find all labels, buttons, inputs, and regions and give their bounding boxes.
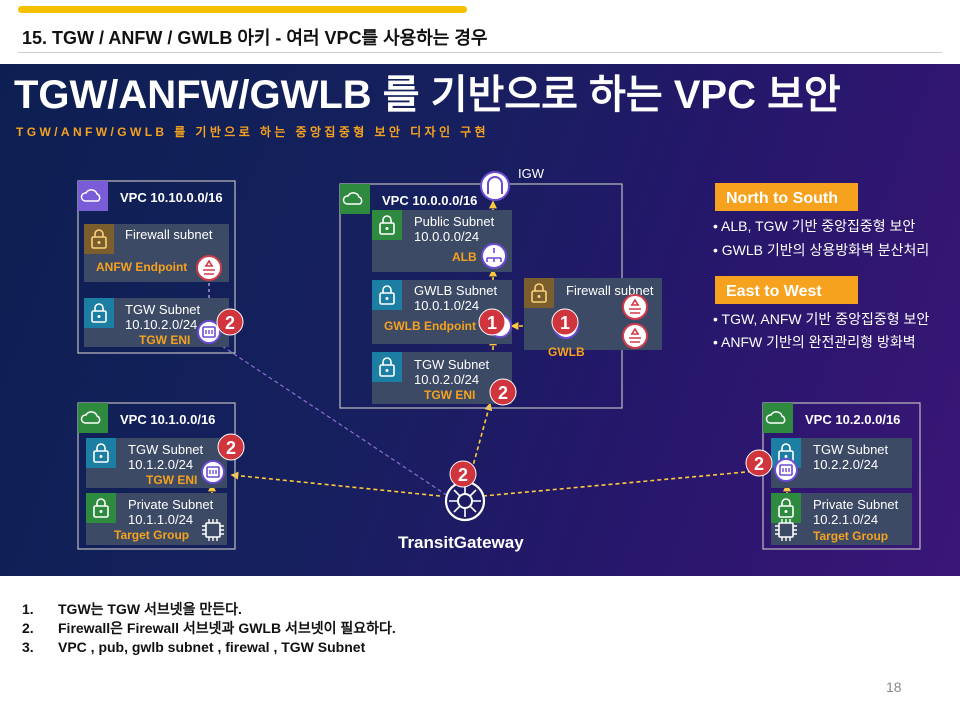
badge-two: 2 [217,433,245,461]
gwlb-subnet-cidr: 10.0.1.0/24 [414,298,479,313]
page-number: 18 [886,679,902,695]
badge-two: 2 [489,378,517,406]
alb-label: ALB [452,250,477,264]
svg-text:1: 1 [560,313,570,333]
banner-subheading: TGW/ANFW/GWLB 를 기반으로 하는 중앙집중형 보안 디자인 구현 [16,124,489,139]
vpc-a-fw-subnet: Firewall subnet [125,227,213,242]
vpc-a-tgw-cidr: 10.10.2.0/24 [125,317,197,332]
east-west-item: • ANFW 기반의 완전관리형 방화벽 [713,334,916,350]
public-subnet-cidr: 10.0.0.0/24 [414,229,479,244]
center-fw-subnet: Firewall subnet [566,283,654,298]
center-tgw-eni: TGW ENI [424,388,475,402]
tgw-to-vpc-a-line [221,345,449,497]
svg-text:2: 2 [498,383,508,403]
igw-label: IGW [518,166,545,181]
svg-text:2: 2 [458,465,468,485]
step-badges: 2 1 1 2 2 2 2 [216,308,773,488]
vpc-a-tgw-subnet: TGW Subnet [125,302,201,317]
badge-two: 2 [216,308,244,336]
notes-list: 1. TGW는 TGW 서브넷을 만든다. 2. Firewall은 Firewal… [22,600,396,657]
firewall-appliance-icon [622,294,648,320]
vpc-b-label: VPC 10.1.0.0/16 [120,412,215,427]
vpc-c-tgw-cidr: 10.2.2.0/24 [813,457,878,472]
svg-text:2: 2 [226,438,236,458]
svg-text:2: 2 [225,313,235,333]
transit-gateway: TransitGateway [398,480,524,552]
vpc-b-tgw-subnet: TGW Subnet [128,442,204,457]
vpc-c-private-subnet: Private Subnet [813,497,899,512]
title-accent-bar [18,6,467,13]
tgw-eni-icon [201,460,225,484]
tgw-to-vpc-b [230,471,441,497]
slide-title: 15. TGW / ANFW / GWLB 아키 - 여러 VPC를 사용하는 … [22,28,488,48]
alb-icon [481,243,507,269]
north-south-title: North to South [726,190,838,207]
vpc-10-10-group: VPC 10.10.0.0/16 Firewall subnet ANFW En… [77,180,236,354]
vpc-a-label: VPC 10.10.0.0/16 [120,190,223,205]
note-text: TGW는 TGW 서브넷을 만든다. [58,601,242,617]
east-west-panel: East to West • TGW, ANFW 기반 중앙집중형 보안 • A… [713,276,929,350]
note-text: Firewall은 Firewall 서브넷과 GWLB 서브넷이 필요하다. [58,620,396,636]
anfw-endpoint-label: ANFW Endpoint [96,260,187,274]
vpc-a-tgw-eni: TGW ENI [139,333,190,347]
anfw-endpoint-icon [196,255,222,281]
east-west-title: East to West [726,283,822,300]
vpc-c-target-group: Target Group [813,529,888,543]
firewall-appliance-icon [622,323,648,349]
svg-text:2: 2 [754,454,764,474]
north-south-panel: North to South • ALB, TGW 기반 중앙집중형 보안 • … [713,183,929,258]
north-south-item: • GWLB 기반의 상용방화벽 분산처리 [713,242,929,258]
vpc-center-label: VPC 10.0.0.0/16 [382,193,477,208]
vpc-c-tgw-subnet: TGW Subnet [813,442,889,457]
vpc-10-1-group: VPC 10.1.0.0/16 TGW Subnet 10.1.2.0/24 T… [77,402,236,550]
vpc-b-private-cidr: 10.1.1.0/24 [128,512,193,527]
title-divider [18,52,942,53]
badge-two: 2 [745,449,773,477]
vpc-c-private-cidr: 10.2.1.0/24 [813,512,878,527]
note-number: 1. [22,601,34,617]
north-south-item: • ALB, TGW 기반 중앙집중형 보안 [713,218,915,234]
vpc-c-label: VPC 10.2.0.0/16 [805,412,900,427]
note-number: 2. [22,620,34,636]
gwlb-label: GWLB [548,345,585,359]
transit-gateway-label: TransitGateway [398,533,524,552]
note-number: 3. [22,639,34,655]
center-tgw-cidr: 10.0.2.0/24 [414,372,479,387]
badge-one: 1 [551,308,579,336]
east-west-item: • TGW, ANFW 기반 중앙집중형 보안 [713,311,929,327]
note-item: 2. Firewall은 Firewall 서브넷과 GWLB 서브넷이 필요하다… [22,619,396,638]
note-item: 1. TGW는 TGW 서브넷을 만든다. [22,600,396,619]
tgw-to-vpc-c [482,466,770,497]
gwlb-subnet-label: GWLB Subnet [414,283,497,298]
architecture-diagram: TGW/ANFW/GWLB 를 기반으로 하는 VPC 보안 TGW/ANFW/… [0,64,960,576]
note-text: VPC , pub, gwlb subnet , firewal , TGW S… [58,639,366,655]
svg-text:1: 1 [487,313,497,333]
vpc-b-private-subnet: Private Subnet [128,497,214,512]
badge-two: 2 [449,460,477,488]
vpc-10-2-group: VPC 10.2.0.0/16 TGW Subnet 10.2.2.0/24 P… [762,402,921,550]
vpc-b-tgw-cidr: 10.1.2.0/24 [128,457,193,472]
center-tgw-subnet: TGW Subnet [414,357,490,372]
badge-one: 1 [478,308,506,336]
gwlb-endpoint-label: GWLB Endpoint [384,319,476,333]
banner-heading: TGW/ANFW/GWLB 를 기반으로 하는 VPC 보안 [14,73,841,117]
public-subnet-label: Public Subnet [414,214,495,229]
vpc-b-tgw-eni: TGW ENI [146,473,197,487]
vpc-10-0-group: VPC 10.0.0.0/16 IGW Public Subnet 10.0.0… [339,166,662,409]
vpc-b-target-group: Target Group [114,528,189,542]
tgw-eni-icon [774,458,798,482]
note-item: 3. VPC , pub, gwlb subnet , firewal , TGW… [22,638,396,657]
